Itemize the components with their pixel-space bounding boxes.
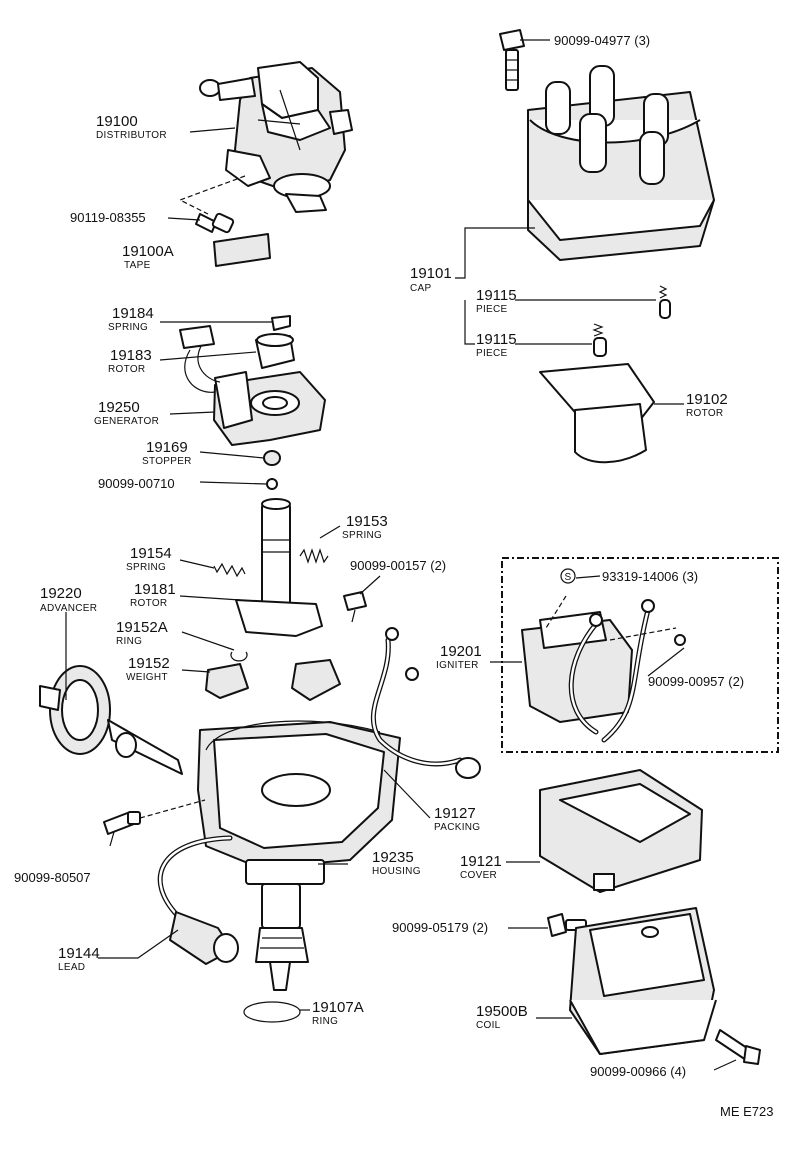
- packing-part-number: 19127: [434, 805, 476, 822]
- ring-19107a-illustration: [243, 1001, 301, 1023]
- housing-illustration: [197, 721, 401, 991]
- igniter-part-number: 19201: [440, 643, 482, 660]
- s-mark-icon: [560, 568, 576, 584]
- stopper-illustration: [263, 450, 281, 466]
- igniter-part-name: IGNITER: [436, 660, 479, 671]
- spring-19154-part-name: SPRING: [126, 562, 166, 573]
- weight-illustration: [205, 659, 341, 701]
- rotor-19183-part-number: 19183: [110, 347, 152, 364]
- rotor-19181-part-number: 19181: [134, 581, 176, 598]
- spring-19153-part-name: SPRING: [342, 530, 382, 541]
- generator-part-number: 19250: [98, 399, 140, 416]
- screw-90099-00710-label: 90099-00710: [98, 476, 175, 491]
- tape-part-name: TAPE: [124, 260, 151, 271]
- rotor-19102-part-number: 19102: [686, 391, 728, 408]
- rotor-19181-illustration: [235, 599, 323, 637]
- screw-90099-00966-illustration: [715, 1029, 761, 1065]
- tape-part-number: 19100A: [122, 243, 174, 260]
- cover-illustration: [539, 769, 703, 893]
- cover-part-number: 19121: [460, 853, 502, 870]
- cap-part-number: 19101: [410, 265, 452, 282]
- rotor-19102-illustration: [539, 363, 655, 464]
- rotor-19183-illustration: [255, 333, 295, 369]
- bolt-93319-14006-label: 93319-14006 (3): [602, 569, 698, 584]
- packing-illustration: [205, 720, 381, 751]
- packing-part-name: PACKING: [434, 822, 480, 833]
- screw-90119-08355-illustration: [195, 212, 235, 234]
- weight-part-number: 19152: [128, 655, 170, 672]
- screw-90099-00710-illustration: [266, 478, 278, 490]
- screw-90099-00957-label: 90099-00957 (2): [648, 674, 744, 689]
- rotor-19181-part-name: ROTOR: [130, 598, 167, 609]
- advancer-part-number: 19220: [40, 585, 82, 602]
- housing-part-name: HOUSING: [372, 866, 421, 877]
- spring-19153-part-number: 19153: [346, 513, 388, 530]
- screw-90099-04977-illustration: [499, 29, 525, 91]
- advancer-part-name: ADVANCER: [40, 603, 97, 614]
- stopper-part-number: 19169: [146, 439, 188, 456]
- lead-part-number: 19144: [58, 945, 100, 962]
- ring-19152a-part-name: RING: [116, 636, 142, 647]
- ring-19152a-part-number: 19152A: [116, 619, 168, 636]
- screw-90099-00966-label: 90099-00966 (4): [590, 1064, 686, 1079]
- advancer-illustration: [39, 665, 183, 775]
- igniter-dashed-frame: [501, 557, 779, 753]
- coil-part-number: 19500B: [476, 1003, 528, 1020]
- rotor-19183-part-name: ROTOR: [108, 364, 145, 375]
- diagram-code: ME E723: [720, 1104, 773, 1119]
- piece-b-part-name: PIECE: [476, 348, 508, 359]
- weight-part-name: WEIGHT: [126, 672, 168, 683]
- lead-part-name: LEAD: [58, 962, 85, 973]
- piece-a-illustration: [658, 285, 671, 319]
- ring-19107a-part-number: 19107A: [312, 999, 364, 1016]
- leader-lines: [65, 39, 737, 1071]
- ring-19107a-part-name: RING: [312, 1016, 338, 1027]
- screw-90099-00157-label: 90099-00157 (2): [350, 558, 446, 573]
- distributor-part-name: DISTRIBUTOR: [96, 130, 167, 141]
- housing-part-number: 19235: [372, 849, 414, 866]
- cap-part-name: CAP: [410, 283, 431, 294]
- cap-illustration: [527, 65, 715, 261]
- screw-90099-05179-label: 90099-05179 (2): [392, 920, 488, 935]
- piece-b-part-number: 19115: [476, 331, 517, 348]
- screw-90119-08355-label: 90119-08355: [70, 210, 146, 225]
- generator-part-name: GENERATOR: [94, 416, 159, 427]
- igniter-illustration: [521, 599, 686, 743]
- distributor-part-number: 19100: [96, 113, 138, 130]
- coil-part-name: COIL: [476, 1020, 501, 1031]
- piece-b-illustration: [592, 323, 607, 357]
- stopper-part-name: STOPPER: [142, 456, 192, 467]
- lead-illustration: [157, 835, 239, 965]
- spring-19154-illustration: [213, 562, 246, 578]
- rotor-19102-part-name: ROTOR: [686, 408, 723, 419]
- housing-wire-illustration: [370, 627, 481, 779]
- screw-90099-80507-illustration: [103, 811, 141, 835]
- screw-90099-05179-illustration: [547, 913, 587, 937]
- piece-a-part-name: PIECE: [476, 304, 508, 315]
- screw-90099-00157-illustration: [343, 591, 367, 623]
- generator-illustration: [179, 325, 326, 446]
- spring-19154-part-number: 19154: [130, 545, 172, 562]
- ring-19152a-illustration: [230, 651, 248, 662]
- spring-19184-illustration: [271, 315, 291, 331]
- spring-19184-part-number: 19184: [112, 305, 154, 322]
- screw-90099-80507-label: 90099-80507: [14, 870, 91, 885]
- piece-a-part-number: 19115: [476, 287, 517, 304]
- coil-illustration: [569, 907, 717, 1055]
- spring-19153-illustration: [299, 548, 329, 564]
- bolt-mark: S: [565, 572, 572, 583]
- screw-90099-04977-label: 90099-04977 (3): [554, 33, 650, 48]
- shaft-illustration: [261, 498, 291, 605]
- cover-part-name: COVER: [460, 870, 497, 881]
- distributor-assembly-illustration: [199, 61, 353, 213]
- spring-19184-part-name: SPRING: [108, 322, 148, 333]
- tape-illustration: [213, 233, 271, 267]
